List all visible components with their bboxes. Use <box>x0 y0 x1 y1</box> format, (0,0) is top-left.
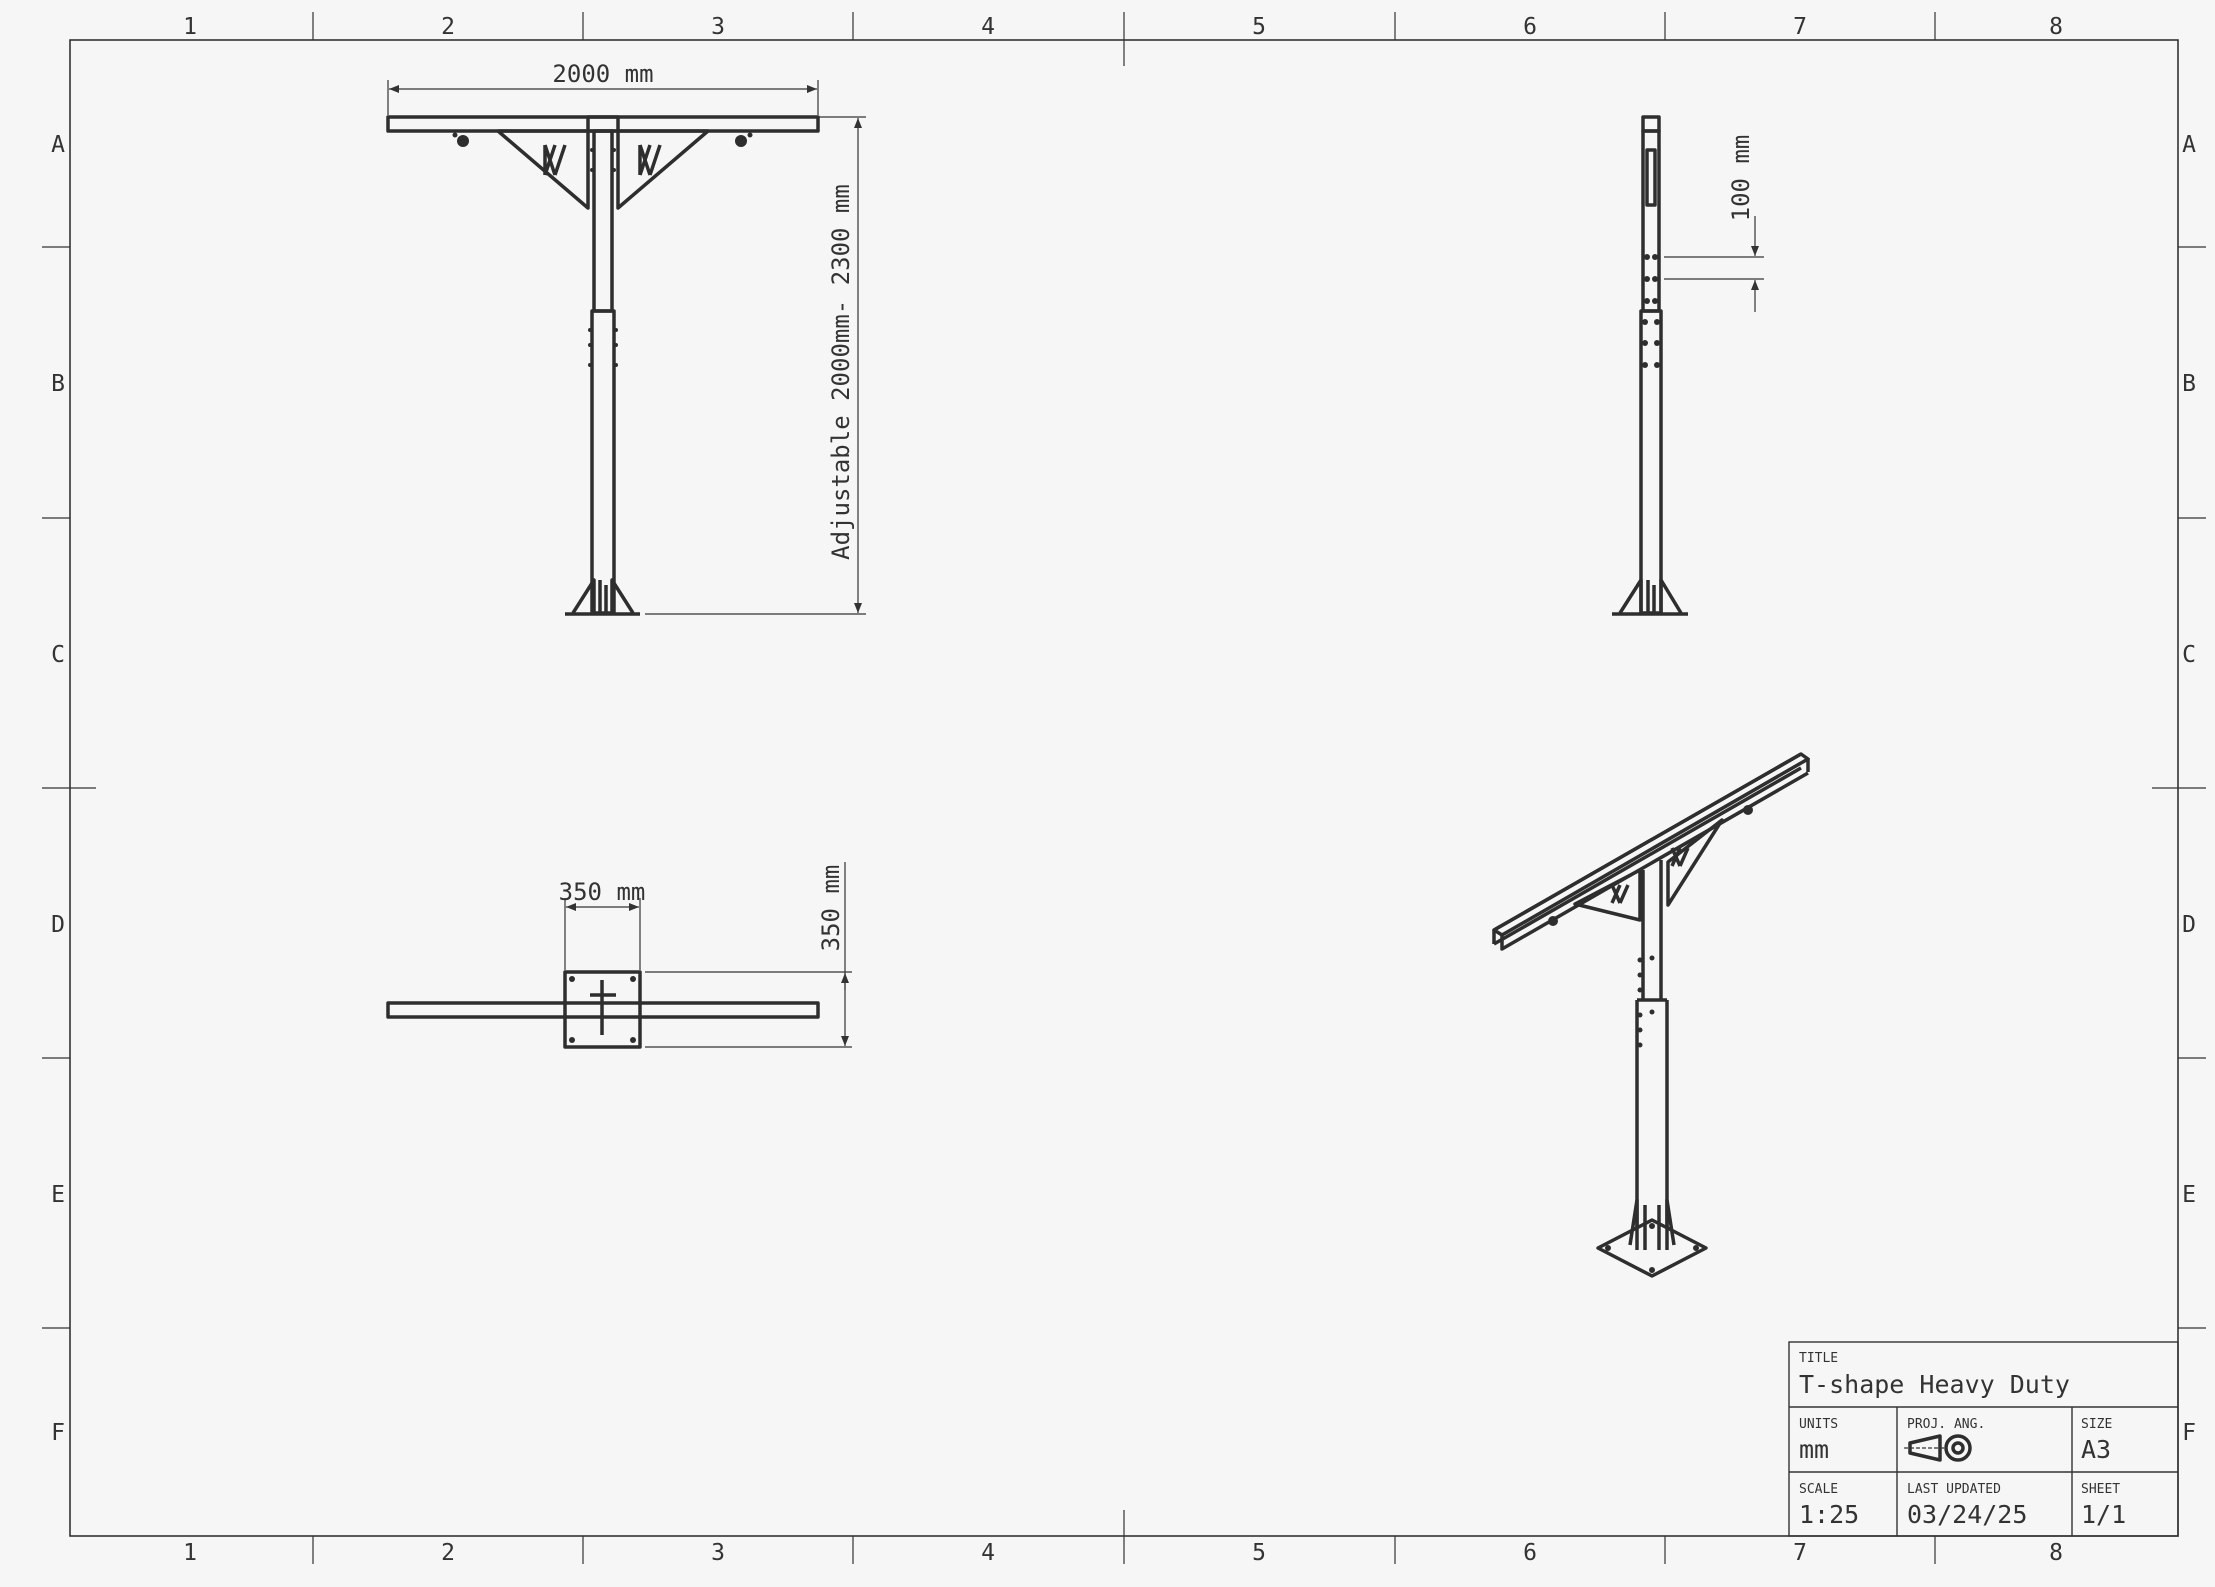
row-label-C: C <box>51 642 65 668</box>
isometric-view <box>1492 752 1810 1278</box>
top-view <box>386 970 820 1049</box>
last-updated-value: 03/24/25 <box>1907 1500 2027 1529</box>
row-label-E: E <box>51 1182 65 1208</box>
units-label: UNITS <box>1799 1417 1838 1432</box>
column-label-4: 4 <box>981 1540 995 1566</box>
size-value: A3 <box>2081 1435 2111 1464</box>
proj-angle-label: PROJ. ANG. <box>1907 1417 1985 1432</box>
column-label-2: 2 <box>441 14 455 40</box>
column-label-8: 8 <box>2049 1540 2063 1566</box>
column-label-5: 5 <box>1252 14 1266 40</box>
scale-value: 1:25 <box>1799 1500 1859 1529</box>
front-dimensions: 2000 mm Adjustable 2000mm- 2300 mm <box>387 60 866 615</box>
column-label-5: 5 <box>1252 1540 1266 1566</box>
row-label-B: B <box>51 371 65 397</box>
column-label-4: 4 <box>981 14 995 40</box>
row-label-B: B <box>2182 371 2196 397</box>
column-label-3: 3 <box>711 1540 725 1566</box>
column-label-6: 6 <box>1523 14 1537 40</box>
height-dimension: Adjustable 2000mm- 2300 mm <box>827 184 855 560</box>
column-label-1: 1 <box>183 14 197 40</box>
row-label-D: D <box>2182 912 2196 938</box>
size-label: SIZE <box>2081 1417 2112 1432</box>
plate-depth-dimension: 350 mm <box>817 865 845 952</box>
side-view <box>1612 115 1688 616</box>
title-label: TITLE <box>1799 1351 1838 1366</box>
last-updated-label: LAST UPDATED <box>1907 1482 2001 1497</box>
sheet-label: SHEET <box>2081 1482 2120 1497</box>
front-view <box>386 115 820 616</box>
row-label-E: E <box>2182 1182 2196 1208</box>
drawing-title: T-shape Heavy Duty <box>1799 1370 2070 1399</box>
column-label-3: 3 <box>711 14 725 40</box>
column-label-6: 6 <box>1523 1540 1537 1566</box>
scale-label: SCALE <box>1799 1482 1838 1497</box>
top-dimensions: 350 mm 350 mm <box>559 862 852 1048</box>
plate-width-dimension: 350 mm <box>559 878 646 906</box>
units-value: mm <box>1799 1435 1829 1464</box>
row-label-F: F <box>2182 1420 2196 1446</box>
row-label-D: D <box>51 912 65 938</box>
side-dimensions: 100 mm <box>1664 135 1764 312</box>
row-label-F: F <box>51 1420 65 1446</box>
projection-symbol-icon <box>1904 1434 1972 1462</box>
column-label-2: 2 <box>441 1540 455 1566</box>
row-label-A: A <box>51 132 65 158</box>
row-label-A: A <box>2182 132 2196 158</box>
column-label-1: 1 <box>183 1540 197 1566</box>
hole-spacing-dimension: 100 mm <box>1727 135 1755 222</box>
title-block: TITLE T-shape Heavy Duty UNITS mm PROJ. … <box>1788 1341 2179 1537</box>
sheet-value: 1/1 <box>2081 1500 2126 1529</box>
front-width-dimension: 2000 mm <box>552 60 653 88</box>
row-label-C: C <box>2182 642 2196 668</box>
drawing-frame <box>42 12 2206 1564</box>
column-label-7: 7 <box>1793 1540 1807 1566</box>
column-label-8: 8 <box>2049 14 2063 40</box>
column-label-7: 7 <box>1793 14 1807 40</box>
